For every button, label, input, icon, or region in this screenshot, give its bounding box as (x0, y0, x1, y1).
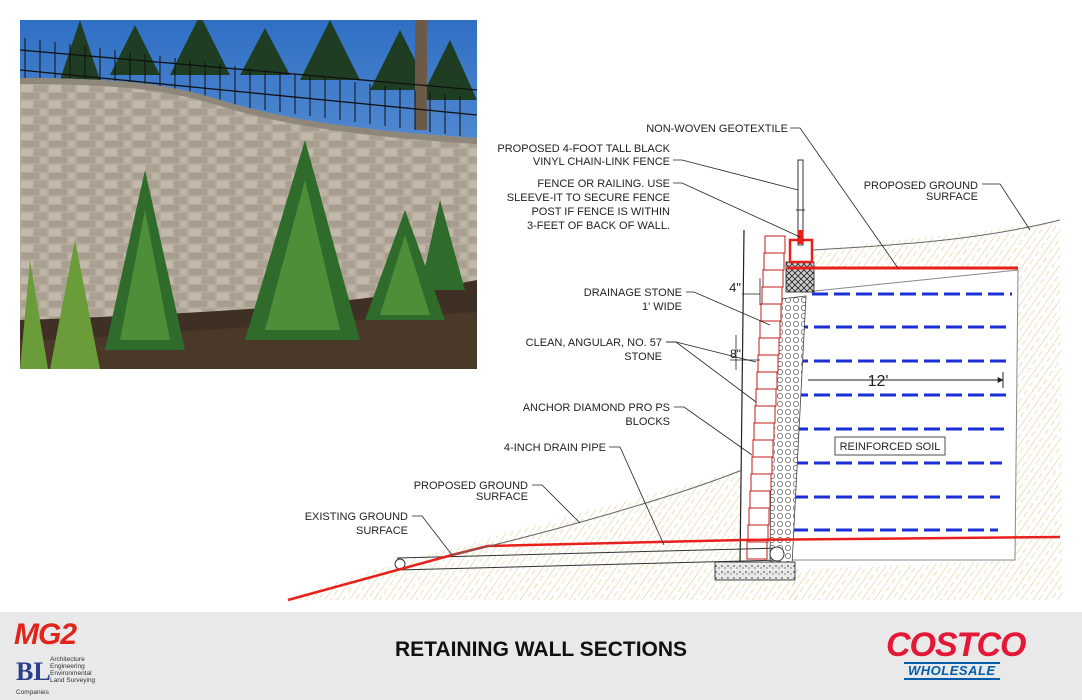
sheet-title: RETAINING WALL SECTIONS (394, 638, 688, 661)
label-geotextile: NON-WOVEN GEOTEXTILE (646, 123, 788, 135)
existing-grade-line (287, 553, 453, 602)
proposed-slope-top (811, 219, 1061, 251)
costco-wholesale-text: WHOLESALE (904, 662, 1000, 680)
blu-line: Engineering (50, 663, 85, 670)
label-existing-1: EXISTING GROUND (305, 511, 408, 523)
label-stone-2: STONE (624, 351, 662, 363)
label-sleeve-1: FENCE OR RAILING. USE (537, 178, 670, 190)
retaining-wall-photo (20, 20, 477, 369)
soil-hatch-retained (790, 222, 1062, 600)
mg2-logo-text: MG2 (14, 618, 77, 651)
blu-line: Architecture (50, 656, 85, 663)
fence-post (796, 159, 805, 246)
label-fence-2: VINYL CHAIN-LINK FENCE (533, 156, 670, 168)
blu-line: Land Surveying (50, 677, 96, 684)
dimension-8in (730, 335, 760, 370)
wall-section-diagram: 4" 8" 12' REINFORCED SOIL NON-WOVEN GEOT… (287, 123, 1062, 602)
blu-logo-lines: Architecture Engineering Environmental L… (50, 656, 95, 684)
leveling-footing (714, 561, 796, 581)
costco-logo: COSTCO WHOLESALE (886, 628, 1054, 684)
label-blocks-2: BLOCKS (625, 416, 670, 428)
label-ground-bottom-1: PROPOSED GROUND (414, 480, 528, 492)
label-drainage-1: DRAINAGE STONE (584, 287, 682, 299)
dimension-4in (742, 278, 761, 305)
dimension-12ft (808, 372, 1004, 388)
proposed-slope-bottom (451, 469, 743, 556)
blu-companies-text: Companies (16, 689, 49, 696)
blu-logo-mark: BL (16, 657, 51, 686)
label-fence-1: PROPOSED 4-FOOT TALL BLACK (497, 143, 670, 155)
blu-line: Environmental (50, 670, 92, 677)
label-sleeve-3: POST IF FENCE IS WITHIN (531, 206, 670, 218)
label-existing-2: SURFACE (356, 525, 408, 537)
label-blocks-1: ANCHOR DIAMOND PRO PS (523, 402, 670, 414)
dim-12-label: 12' (868, 373, 889, 390)
label-drainage-2: 1' WIDE (642, 301, 682, 313)
drain-pipe (394, 546, 785, 571)
soil-hatch-foreground (290, 470, 798, 600)
wall-blocks (746, 235, 786, 560)
label-ground-bottom-2: SURFACE (476, 491, 528, 503)
label-drain-pipe: 4-INCH DRAIN PIPE (504, 442, 606, 454)
label-ground-top-1: PROPOSED GROUND (864, 180, 978, 192)
dim-4-label: 4" (729, 280, 741, 295)
title-block: MG2 BL Architecture Engineering Environm… (0, 612, 1082, 700)
mg2-blu-logo: MG2 BL Architecture Engineering Environm… (14, 618, 114, 696)
reinforced-soil-zone (790, 269, 1019, 561)
reinforced-soil-label: REINFORCED SOIL (840, 441, 941, 453)
label-ground-top-2: SURFACE (926, 191, 978, 203)
label-stone-1: CLEAN, ANGULAR, NO. 57 (526, 337, 662, 349)
geogrid-layers (770, 292, 1012, 532)
label-sleeve-4: 3-FEET OF BACK OF WALL. (527, 220, 670, 232)
costco-logo-text: COSTCO (886, 626, 1026, 664)
dim-8-label: 8" (730, 347, 741, 361)
label-sleeve-2: SLEEVE-IT TO SECURE FENCE (507, 192, 670, 204)
